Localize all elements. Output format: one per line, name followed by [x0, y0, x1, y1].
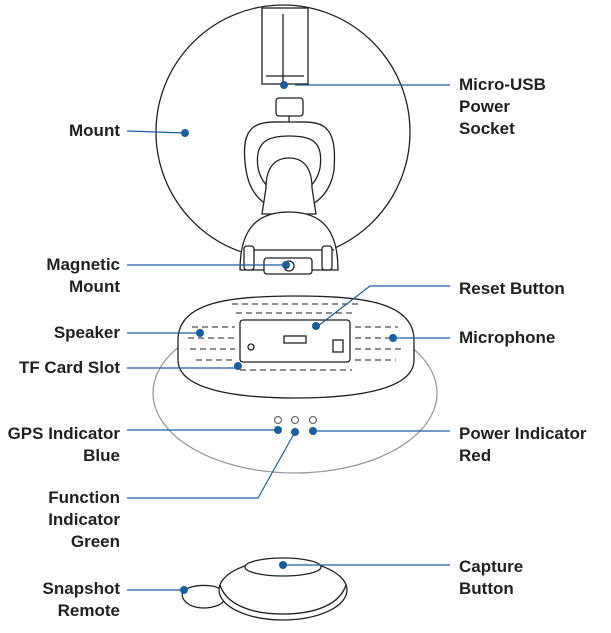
- speaker-label: Speaker: [53, 323, 120, 342]
- tf-card-slot-label: TF Card Slot: [18, 358, 120, 377]
- capture-button-label: Capture Button: [459, 557, 524, 598]
- microphone-dot: [389, 334, 397, 342]
- microphone-label: Microphone: [459, 328, 556, 347]
- snapshot-remote-dot: [180, 586, 188, 594]
- speaker-dot: [196, 329, 204, 337]
- snapshot-remote-label: Snapshot Remote: [42, 579, 120, 620]
- power-indicator-dot: [309, 427, 317, 435]
- reset-button-label: Reset Button: [459, 279, 565, 298]
- leader-dots: [180, 81, 397, 594]
- tf-card-slot-dot: [234, 362, 242, 370]
- power-indicator-label: Power Indicator Red: [459, 424, 587, 465]
- mount-illustration: [155, 4, 411, 275]
- gps-indicator-dot: [274, 426, 282, 434]
- gps-indicator-label: GPS Indicator Blue: [7, 424, 120, 465]
- capture-button-dot: [279, 561, 287, 569]
- reset-button-dot: [312, 322, 320, 330]
- mount-dot: [181, 129, 189, 137]
- remote-illustration: [181, 557, 348, 621]
- camera-body-illustration: [152, 295, 438, 474]
- micro-usb-label: Micro-USB Power Socket: [459, 75, 546, 138]
- micro-usb-dot: [280, 81, 288, 89]
- magnetic-mount-dot: [282, 261, 290, 269]
- function-indicator-dot: [291, 428, 299, 436]
- magnetic-mount-label: Magnetic Mount: [46, 255, 120, 296]
- mount-label: Mount: [69, 121, 120, 140]
- function-indicator-label: Function Indicator Green: [48, 488, 120, 551]
- leader-lines: [126, 84, 450, 591]
